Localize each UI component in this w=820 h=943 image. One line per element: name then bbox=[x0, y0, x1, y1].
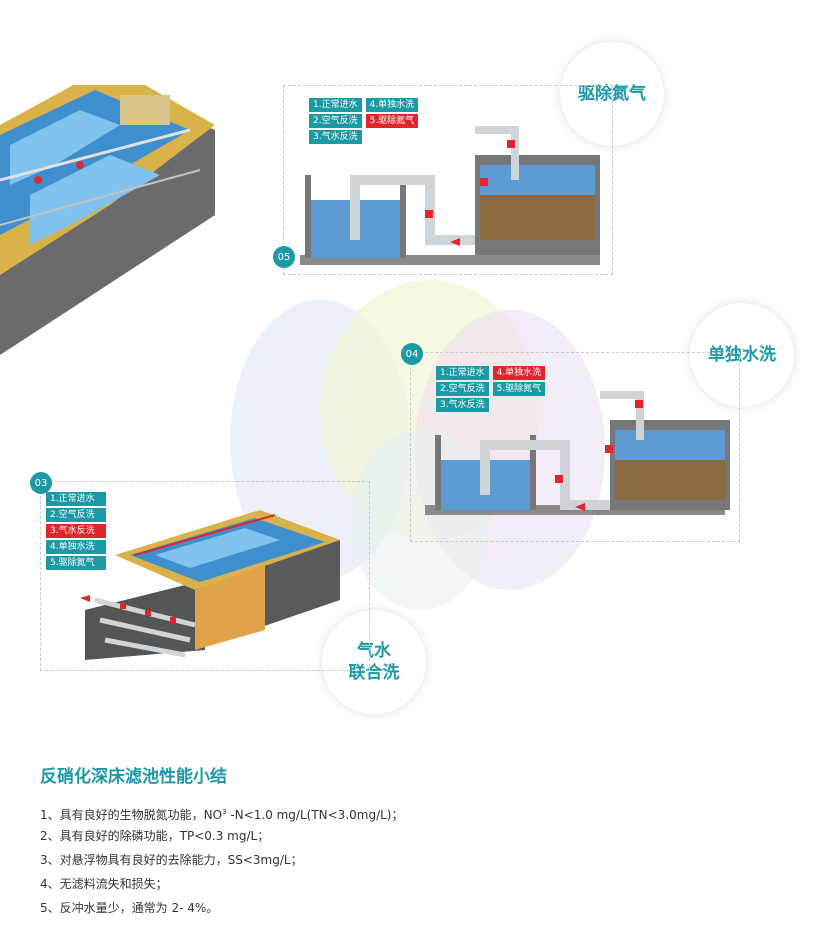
stage-05-panel bbox=[283, 85, 613, 275]
stage-04-panel bbox=[410, 352, 740, 542]
legend-item: 2.空气反洗 bbox=[46, 508, 106, 522]
stage-04-diagram bbox=[425, 391, 730, 515]
stage-03-title-line1: 气水 bbox=[357, 641, 391, 661]
legend-item: 1.正常进水 bbox=[46, 492, 106, 506]
stage-03-number: 03 bbox=[30, 472, 52, 494]
legend-item: 1.正常进水 bbox=[436, 366, 489, 380]
legend-item: 3.气水反洗 bbox=[309, 130, 362, 144]
legend-item: 5.驱除氮气 bbox=[46, 556, 106, 570]
stage-03-diagram bbox=[80, 510, 340, 660]
stage-05-legend: 1.正常进水 4.单独水洗 2.空气反洗 5.驱除氮气 3.气水反洗 bbox=[309, 98, 429, 144]
list-item: 2、具有良好的除磷功能，TP<0.3 mg/L； bbox=[40, 829, 270, 843]
legend-item: 4.单独水洗 bbox=[46, 540, 106, 554]
legend-item: 1.正常进水 bbox=[309, 98, 362, 112]
stage-05-number: 05 bbox=[273, 246, 295, 268]
stage-04-title: 单独水洗 bbox=[708, 345, 776, 365]
list-item: 5、反冲水量少，通常为 2- 4%。 bbox=[40, 901, 219, 915]
stage-03-title-line2: 联合洗 bbox=[348, 663, 400, 683]
legend-item-active: 5.驱除氮气 bbox=[365, 114, 419, 128]
plant-overview-illustration bbox=[0, 85, 215, 355]
summary-title: 反硝化深床滤池性能小结 bbox=[40, 767, 227, 787]
stage-03-title-circle: 气水 联合洗 bbox=[322, 610, 426, 714]
stage-04-legend: 1.正常进水 4.单独水洗 2.空气反洗 5.驱除氮气 3.气水反洗 bbox=[436, 366, 556, 412]
legend-item: 2.空气反洗 bbox=[436, 382, 489, 396]
stage-03-panel bbox=[40, 481, 370, 671]
list-item: 3、对悬浮物具有良好的去除能力，SS<3mg/L； bbox=[40, 853, 303, 867]
stage-04-number: 04 bbox=[401, 343, 423, 365]
list-item: 1、具有良好的生物脱氮功能，NO3 -N<1.0 mg/L(TN<3.0mg/L… bbox=[40, 808, 404, 822]
stage-05-diagram bbox=[300, 126, 600, 265]
legend-item-active: 4.单独水洗 bbox=[492, 366, 546, 380]
legend-item-active: 3.气水反洗 bbox=[46, 524, 106, 538]
legend-item: 5.驱除氮气 bbox=[492, 382, 546, 396]
legend-item: 2.空气反洗 bbox=[309, 114, 362, 128]
legend-item: 4.单独水洗 bbox=[365, 98, 419, 112]
legend-item: 3.气水反洗 bbox=[436, 398, 489, 412]
stage-03-legend: 1.正常进水 2.空气反洗 3.气水反洗 4.单独水洗 5.驱除氮气 bbox=[46, 492, 106, 570]
stage-04-title-circle: 单独水洗 bbox=[690, 303, 794, 407]
performance-list: 1、具有良好的生物脱氮功能，NO3 -N<1.0 mg/L(TN<3.0mg/L… bbox=[40, 800, 404, 920]
list-item: 4、无滤料流失和损失； bbox=[40, 877, 168, 891]
